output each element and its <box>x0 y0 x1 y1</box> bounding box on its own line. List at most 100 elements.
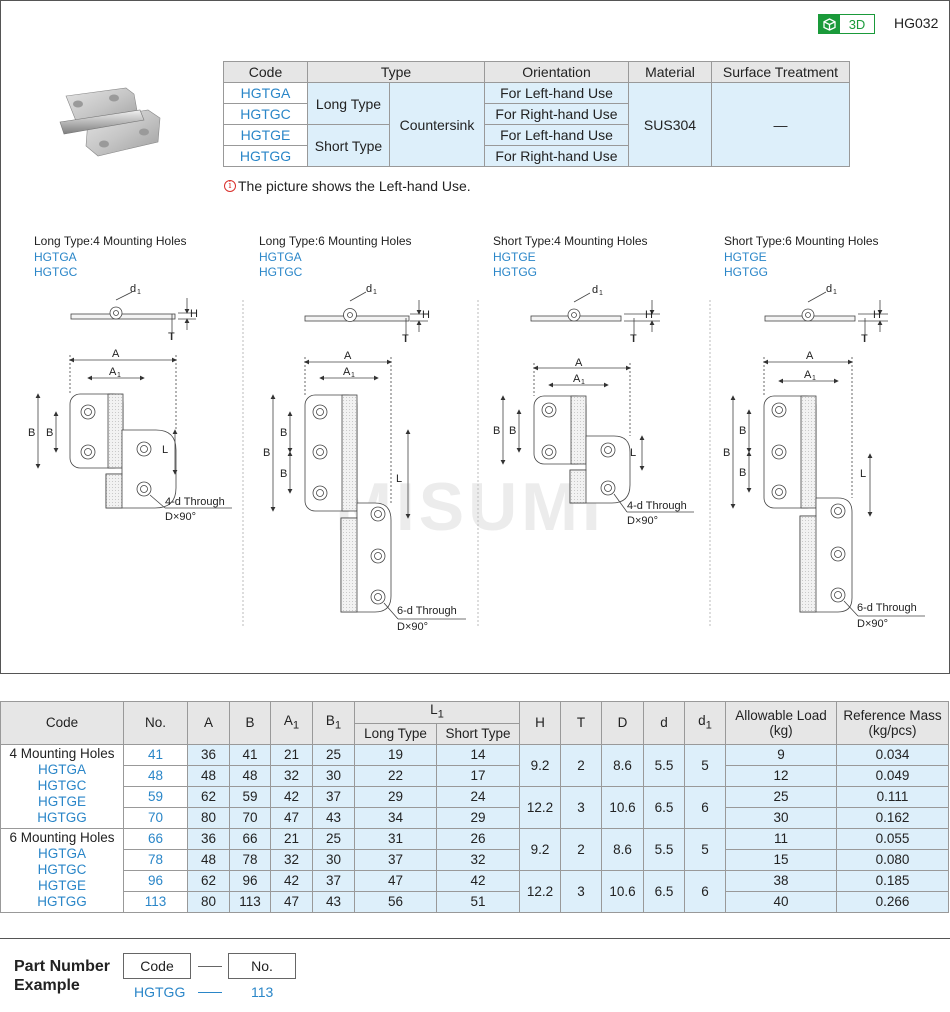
label-a: A <box>575 357 583 369</box>
drawing-code[interactable]: HGTGA <box>34 249 77 264</box>
no-link[interactable]: 48 <box>123 764 188 787</box>
hinge-product-image <box>59 87 161 157</box>
cell-mass: 0.080 <box>836 848 949 871</box>
no-link[interactable]: 113 <box>123 890 188 913</box>
cell-a: 80 <box>187 806 230 829</box>
mass-unit: (kg/pcs) <box>868 722 917 738</box>
no-link[interactable]: 41 <box>123 743 188 766</box>
drawing-code[interactable]: HGTGE <box>493 249 536 264</box>
cell-a1: 42 <box>270 869 313 892</box>
code-box: Code <box>123 953 191 979</box>
part-number-label-line1: Part Number <box>14 958 111 975</box>
col-a: A <box>187 701 230 745</box>
label-d1: d <box>366 283 372 295</box>
no-link[interactable]: 70 <box>123 806 188 829</box>
cell-l1_short: 24 <box>436 785 520 808</box>
code-link[interactable]: HGTGA <box>223 82 308 104</box>
code-link[interactable]: HGTGA <box>37 845 86 861</box>
cell-d: 8.6 <box>601 827 644 871</box>
cell-l1_long: 37 <box>354 848 437 871</box>
cell-d: 5.5 <box>643 827 685 871</box>
no-link[interactable]: 78 <box>123 848 188 871</box>
cell-h: 12.2 <box>519 785 561 829</box>
col-h: H <box>519 701 561 745</box>
group-label: 4 Mounting Holes <box>9 745 115 761</box>
cell-b: 70 <box>229 806 271 829</box>
label-sub1: 1 <box>351 372 355 379</box>
no-link[interactable]: 96 <box>123 869 188 892</box>
code-link[interactable]: HGTGE <box>37 877 86 893</box>
code-link[interactable]: HGTGG <box>37 809 87 825</box>
code-link[interactable]: HGTGC <box>223 103 308 125</box>
label-b: B <box>723 447 730 459</box>
hole-label: 6-d Through <box>857 602 917 614</box>
drawing-code[interactable]: HGTGG <box>493 265 537 279</box>
b1-text: B <box>325 712 335 728</box>
col-b: B <box>229 701 271 745</box>
cell-l1_long: 56 <box>354 890 437 913</box>
cell-t: 3 <box>560 785 602 829</box>
label-t: T <box>630 333 637 345</box>
label-sub1: 1 <box>599 290 603 297</box>
drawing-code[interactable]: HGTGE <box>724 249 767 264</box>
cell-load: 15 <box>725 848 837 871</box>
code-link[interactable]: HGTGE <box>223 124 308 146</box>
drawing-code[interactable]: HGTGA <box>259 249 302 264</box>
drawing-4-labels: d 1 H T A A 1 B B B L 6-d Through D×90° <box>723 283 917 630</box>
3d-model-button[interactable]: 3D <box>818 14 875 34</box>
col-orientation: Orientation <box>484 61 629 83</box>
label-a1: A <box>343 366 351 378</box>
label-a1: A <box>573 373 581 385</box>
label-b: B <box>28 427 35 439</box>
code-link[interactable]: HGTGC <box>37 777 87 793</box>
cell-b1: 25 <box>312 827 355 850</box>
col-b1: B1 <box>312 701 355 745</box>
drawing-title-text: Long Type:4 Mounting Holes <box>34 234 187 248</box>
cell-l1_short: 42 <box>436 869 520 892</box>
d1-text: d <box>698 712 706 728</box>
cell-b1: 30 <box>312 764 355 787</box>
note: i The picture shows the Left-hand Use. <box>224 178 471 194</box>
drawing-code[interactable]: HGTGC <box>259 265 303 279</box>
orientation-cell: For Right-hand Use <box>484 103 629 125</box>
separator-blue <box>198 992 222 993</box>
group-label: 6 Mounting Holes <box>9 829 115 845</box>
cell-a: 48 <box>187 848 230 871</box>
cell-load: 40 <box>725 890 837 913</box>
no-link[interactable]: 66 <box>123 827 188 850</box>
drawing-1-labels: d 1 H T A A 1 B B L 4-d Through D×90° <box>28 283 225 523</box>
label-a: A <box>344 350 352 362</box>
code-link[interactable]: HGTGG <box>37 893 87 909</box>
cell-b: 66 <box>229 827 271 850</box>
drawing-code[interactable]: HGTGC <box>34 265 78 279</box>
cell-l1_long: 47 <box>354 869 437 892</box>
label-b1: B <box>280 468 287 480</box>
part-number-label-line2: Example <box>14 977 80 994</box>
col-mass: Reference Mass(kg/pcs) <box>836 701 949 745</box>
cell-l1_long: 19 <box>354 743 437 766</box>
csk-label: D×90° <box>627 515 658 527</box>
load-text: Allowable Load <box>735 707 827 723</box>
label-sub1: 1 <box>373 289 377 296</box>
spec-table: Code Type Orientation Material Surface T… <box>223 61 850 167</box>
code-link[interactable]: HGTGC <box>37 861 87 877</box>
no-box: No. <box>228 953 296 979</box>
no-link[interactable]: 59 <box>123 785 188 808</box>
label-b1: B <box>509 425 516 437</box>
code-link[interactable]: HGTGE <box>37 793 86 809</box>
cell-d1: 6 <box>684 869 726 913</box>
cell-l1_long: 29 <box>354 785 437 808</box>
cell-h: 12.2 <box>519 869 561 913</box>
l1-text: L <box>430 702 438 717</box>
cell-l1_long: 34 <box>354 806 437 829</box>
code-link[interactable]: HGTGA <box>37 761 86 777</box>
label-h: H <box>190 308 198 320</box>
code-link[interactable]: HGTGG <box>223 145 308 167</box>
label-b: B <box>493 425 500 437</box>
drawing-code[interactable]: HGTGG <box>724 265 768 279</box>
hole-label: 6-d Through <box>397 605 457 617</box>
